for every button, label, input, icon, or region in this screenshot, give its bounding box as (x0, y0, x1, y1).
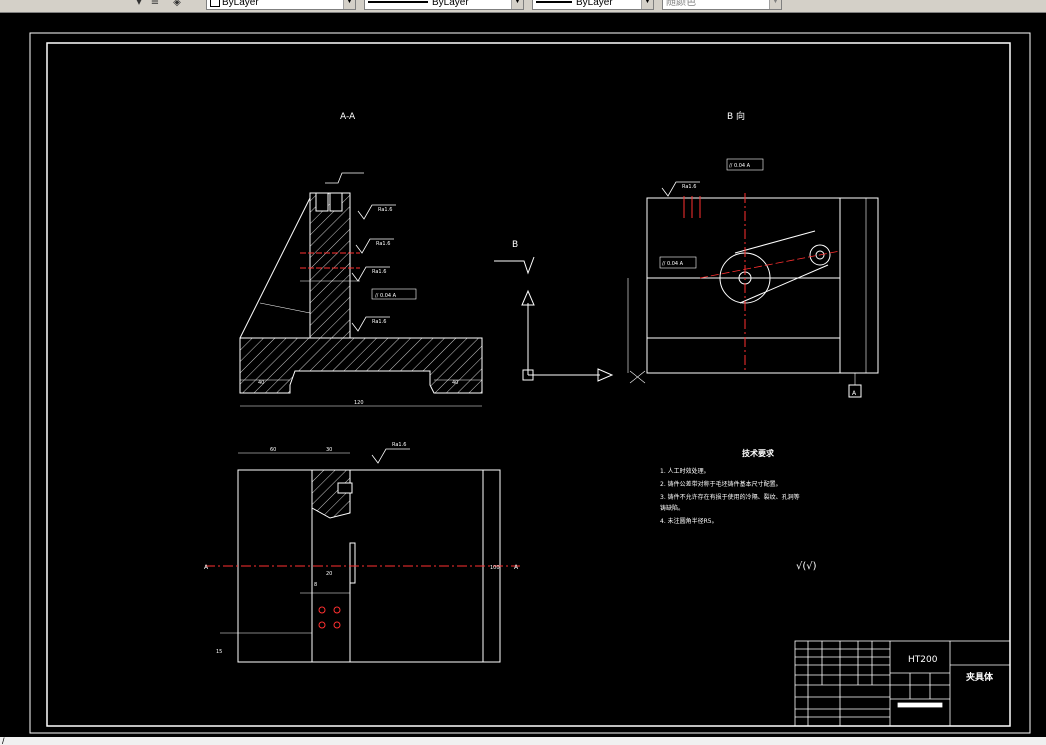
properties-toolbar: ▾ ≡ ◈ ByLayer ▼ ByLayer ▼ ByLayer ▼ 随颜色 … (0, 0, 1046, 13)
section-mark-left: A (204, 564, 209, 571)
dim-40b: 40 (452, 380, 458, 386)
linetype-control-dropdown[interactable]: ByLayer ▼ (364, 0, 524, 10)
plan-view (220, 452, 501, 663)
color-value: ByLayer (222, 0, 259, 8)
base-section (239, 337, 483, 394)
dim-60: 60 (270, 447, 276, 453)
tech-item: 铸缺陷。 (660, 504, 684, 512)
tech-item: 3. 铸件不允许存在有损于使用的冷隔、裂纹、孔洞等 (660, 493, 800, 501)
toolbar-arrow-icon[interactable]: ▾ (136, 0, 142, 8)
drawing-canvas[interactable]: A-A B 向 40 40 120 Ra1. (0, 13, 1046, 737)
status-text: / (2, 737, 5, 745)
centerline (699, 250, 841, 279)
roughness-label: Ra1.6 (682, 184, 696, 190)
roughness-mark (661, 181, 700, 197)
roughness-label: Ra1.6 (372, 269, 386, 275)
roughness-label: Ra1.6 (376, 241, 390, 247)
post-section (309, 192, 351, 339)
title-block (794, 640, 1011, 727)
dim-40: 40 (258, 380, 264, 386)
chevron-down-icon[interactable]: ▼ (769, 0, 781, 9)
ucs-icon (494, 256, 614, 382)
tech-requirements-title: 技术要求 (742, 448, 775, 458)
ucs-label: B (512, 240, 518, 250)
datum-label: A (852, 390, 857, 397)
section-aa-view (239, 192, 483, 407)
layer-states-icon[interactable]: ≡ (150, 0, 160, 8)
layer-manager-icon[interactable]: ◈ (173, 0, 181, 8)
chevron-down-icon[interactable]: ▼ (511, 0, 523, 9)
linetype-value: ByLayer (432, 0, 469, 8)
roughness-label: Ra1.6 (378, 207, 392, 213)
linetype-preview (368, 1, 428, 4)
color-swatch-icon (210, 0, 220, 8)
color-control-dropdown[interactable]: ByLayer ▼ (206, 0, 356, 10)
plotstyle-value: 随颜色 (666, 0, 696, 8)
dim-100: 100 (490, 565, 500, 571)
hole-marks (683, 196, 701, 218)
lineweight-value: ByLayer (576, 0, 613, 8)
tolerance-label: // 0.04 A (662, 261, 684, 267)
inner-frame (46, 42, 1011, 727)
roughness-mark (371, 448, 410, 464)
dim-20: 20 (326, 571, 332, 577)
tolerance-frame (659, 256, 697, 269)
roughness-label: Ra1.6 (372, 319, 386, 325)
status-bar: / (0, 737, 1046, 745)
outer-frame (29, 32, 1031, 734)
tech-item: 1. 人工时效处理。 (660, 467, 710, 475)
view-b-label: B 向 (727, 110, 745, 122)
tech-item: 2. 铸件公差带对称于毛坯铸件基本尺寸配置。 (660, 480, 782, 488)
tolerance-label: // 0.04 A (375, 293, 397, 299)
roughness-general-symbol: √(√) (796, 561, 817, 572)
material-label: HT200 (908, 655, 938, 665)
lineweight-control-dropdown[interactable]: ByLayer ▼ (532, 0, 654, 10)
tolerance-label: // 0.04 A (729, 163, 751, 169)
tolerance-frame (726, 158, 764, 171)
chevron-down-icon[interactable]: ▼ (343, 0, 355, 9)
rib-line (239, 197, 311, 339)
view-b (627, 197, 879, 398)
plotstyle-control-dropdown[interactable]: 随颜色 ▼ (662, 0, 782, 10)
dim-15: 15 (216, 649, 222, 655)
lineweight-preview (536, 1, 572, 4)
dim-30: 30 (326, 447, 332, 453)
view-aa-label: A-A (340, 112, 356, 122)
dim-8: 8 (314, 582, 317, 588)
part-name-label: 夹具体 (966, 671, 994, 683)
roughness-label: Ra1.6 (392, 442, 406, 448)
chevron-down-icon[interactable]: ▼ (641, 0, 653, 9)
tolerance-frame (371, 288, 417, 300)
section-mark-right: A (514, 564, 519, 571)
dim-120: 120 (354, 400, 364, 406)
bolt-holes (318, 606, 341, 629)
tech-item: 4. 未注圆角半径R5。 (660, 517, 718, 525)
roughness-marks-aa (325, 172, 396, 332)
